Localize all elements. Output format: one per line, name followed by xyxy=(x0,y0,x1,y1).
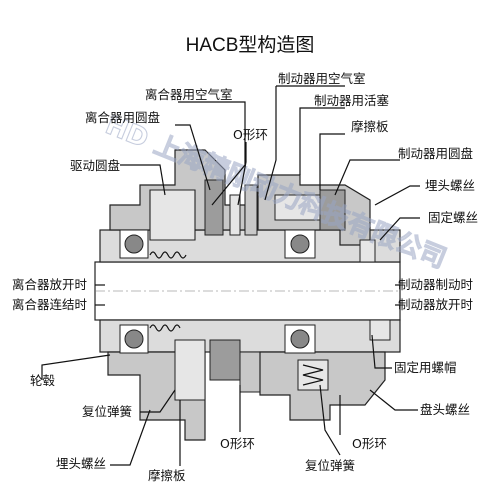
label-brake-disc: 制动器用圆盘 xyxy=(398,146,473,161)
assembly-drawing xyxy=(94,149,401,441)
label-clutch-release: 离合器放开时 xyxy=(12,277,88,292)
label-fixing-screw: 固定螺丝 xyxy=(428,210,478,225)
label-buried-screw-left: 埋头螺丝 xyxy=(56,456,106,471)
label-buried-screw-right: 埋头螺丝 xyxy=(425,178,475,193)
label-drive-disc: 驱动圆盘 xyxy=(70,158,120,173)
friction-plate-lower xyxy=(174,339,206,401)
label-clutch-engage: 离合器连结时 xyxy=(12,297,88,312)
return-spring-lower xyxy=(297,359,329,391)
label-brake-release: 制动器放开时 xyxy=(398,297,474,312)
label-pan-head-screw: 盘头螺丝 xyxy=(420,402,470,417)
brake-disc-upper xyxy=(319,189,346,231)
diagram-title: HACB型构造图 xyxy=(185,35,315,56)
leader-lines xyxy=(41,85,420,466)
label-friction-plate-top: 摩擦板 xyxy=(351,119,389,134)
label-o-ring-top: O形环 xyxy=(233,127,268,142)
label-o-ring-bottom-right: O形环 xyxy=(352,436,387,451)
label-clutch-disc: 离合器用圆盘 xyxy=(85,110,160,125)
labels: 离合器用空气室 制动器用空气室 离合器用圆盘 制动器用活塞 O形环 摩擦板 驱动… xyxy=(12,71,478,483)
label-brake-piston: 制动器用活塞 xyxy=(314,93,390,108)
brake-piston-upper xyxy=(274,194,321,221)
label-o-ring-bottom-left: O形环 xyxy=(220,436,255,451)
lower-hub xyxy=(99,319,401,353)
clutch-disc-upper xyxy=(204,179,224,236)
label-return-spring-bottom: 复位弹簧 xyxy=(305,458,355,473)
label-brake-braking: 制动器制动时 xyxy=(398,277,474,292)
label-brake-air-chamber: 制动器用空气室 xyxy=(278,71,366,86)
label-return-spring-left: 复位弹簧 xyxy=(82,404,132,419)
label-hub: 轮毂 xyxy=(30,373,56,388)
drive-disc-upper xyxy=(149,189,196,241)
label-friction-plate-bottom: 摩擦板 xyxy=(148,468,186,483)
label-clutch-air-chamber: 离合器用空气室 xyxy=(145,87,233,102)
label-fixing-nut: 固定用螺帽 xyxy=(394,360,457,375)
